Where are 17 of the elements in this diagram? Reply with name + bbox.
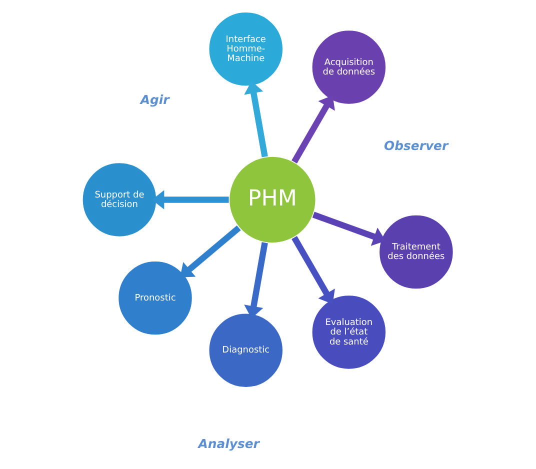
node-circle: Pronostic: [117, 260, 194, 336]
label: Analyser: [198, 436, 260, 451]
arrow: [180, 225, 241, 277]
arrow: [292, 235, 335, 304]
node-circle: PHM: [228, 155, 317, 244]
node-circle: Diagnostic: [208, 312, 284, 388]
node-circle: Interface Homme-Machine: [208, 10, 284, 87]
label: Agir: [140, 91, 170, 106]
arrow: [244, 80, 268, 157]
arrow: [244, 242, 268, 318]
label: Observer: [384, 137, 448, 152]
node-circle: Traitement des données: [378, 214, 454, 290]
arrow: [292, 94, 335, 163]
node-circle: Support de décision: [81, 161, 158, 238]
arrow: [312, 211, 386, 246]
node-circle: Evaluation de l’état de santé: [310, 294, 387, 370]
node-circle: Acquisition de données: [310, 28, 387, 105]
